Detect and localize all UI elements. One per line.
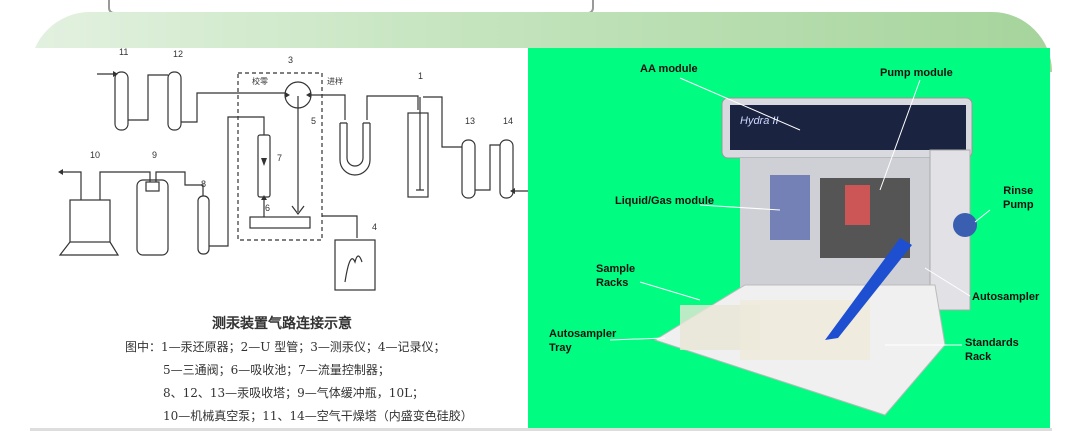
brand-logo: Hydra II — [740, 115, 779, 127]
racks-line1: Sample — [596, 263, 636, 275]
drying-tower-11 — [114, 71, 129, 131]
tray-line1: Autosampler — [549, 328, 617, 340]
diagram-panel — [30, 48, 528, 428]
buffer-bottle — [136, 179, 169, 256]
callout-lines — [609, 77, 991, 346]
mercury-reducer — [407, 112, 429, 198]
legend-line-2: 5—三通阀；6—吸收池；7—流量控制器； — [163, 363, 390, 377]
label-1: 1 — [418, 71, 423, 81]
absorber-8 — [197, 195, 210, 255]
label-5: 5 — [311, 116, 316, 126]
mercury-analyzer-box — [237, 72, 323, 241]
hydra-instrument: Hydra II — [653, 97, 977, 416]
vacuum-pump — [69, 199, 111, 243]
absorption-cell — [249, 216, 311, 229]
valve-line — [291, 96, 305, 215]
autosampler-arm — [825, 238, 912, 340]
flow-arrows — [58, 71, 515, 200]
label-aa-module: AA module — [640, 63, 698, 75]
label-7: 7 — [277, 153, 282, 163]
label-13: 13 — [465, 116, 475, 126]
label-8: 8 — [201, 179, 206, 189]
bottom-edge — [30, 428, 1052, 431]
label-4: 4 — [372, 222, 377, 232]
label-10: 10 — [90, 150, 100, 160]
legend-line-3: 8、12、13—汞吸收塔；9—气体缓冲瓶，10L； — [163, 386, 425, 400]
legend-line-4: 10—机械真空泵；11、14—空气干燥塔（内盛变色硅胶） — [163, 409, 473, 423]
absorber-13 — [461, 139, 476, 199]
u-tube — [339, 122, 371, 176]
absorber-12 — [167, 71, 182, 131]
std-line2: Rack — [965, 351, 992, 363]
tray-line2: Tray — [549, 342, 572, 354]
racks-line2: Racks — [596, 277, 629, 289]
label-liquid-gas-module: Liquid/Gas module — [615, 195, 715, 207]
legend-line-1: 图中：1—汞还原器；2—U 型管；3—测汞仪；4—记录仪； — [125, 340, 446, 354]
label-11: 11 — [119, 47, 128, 57]
valve-inject-label: 进样 — [327, 76, 343, 86]
diagram-title: 测汞装置气路连接示意 — [212, 316, 352, 332]
rinse-line2: Pump — [1003, 199, 1034, 211]
label-12: 12 — [173, 49, 183, 59]
recorder — [334, 239, 376, 291]
label-3: 3 — [288, 55, 293, 65]
label-6: 6 — [265, 203, 270, 213]
label-autosampler: Autosampler — [972, 291, 1040, 303]
std-line1: Standards — [965, 337, 1019, 349]
valve-zero-label: 校零 — [252, 76, 268, 86]
label-9: 9 — [152, 150, 157, 160]
rinse-line1: Rinse — [1003, 185, 1034, 197]
label-14: 14 — [503, 116, 513, 126]
label-pump-module: Pump module — [880, 67, 953, 79]
drying-tower-14 — [499, 139, 514, 199]
